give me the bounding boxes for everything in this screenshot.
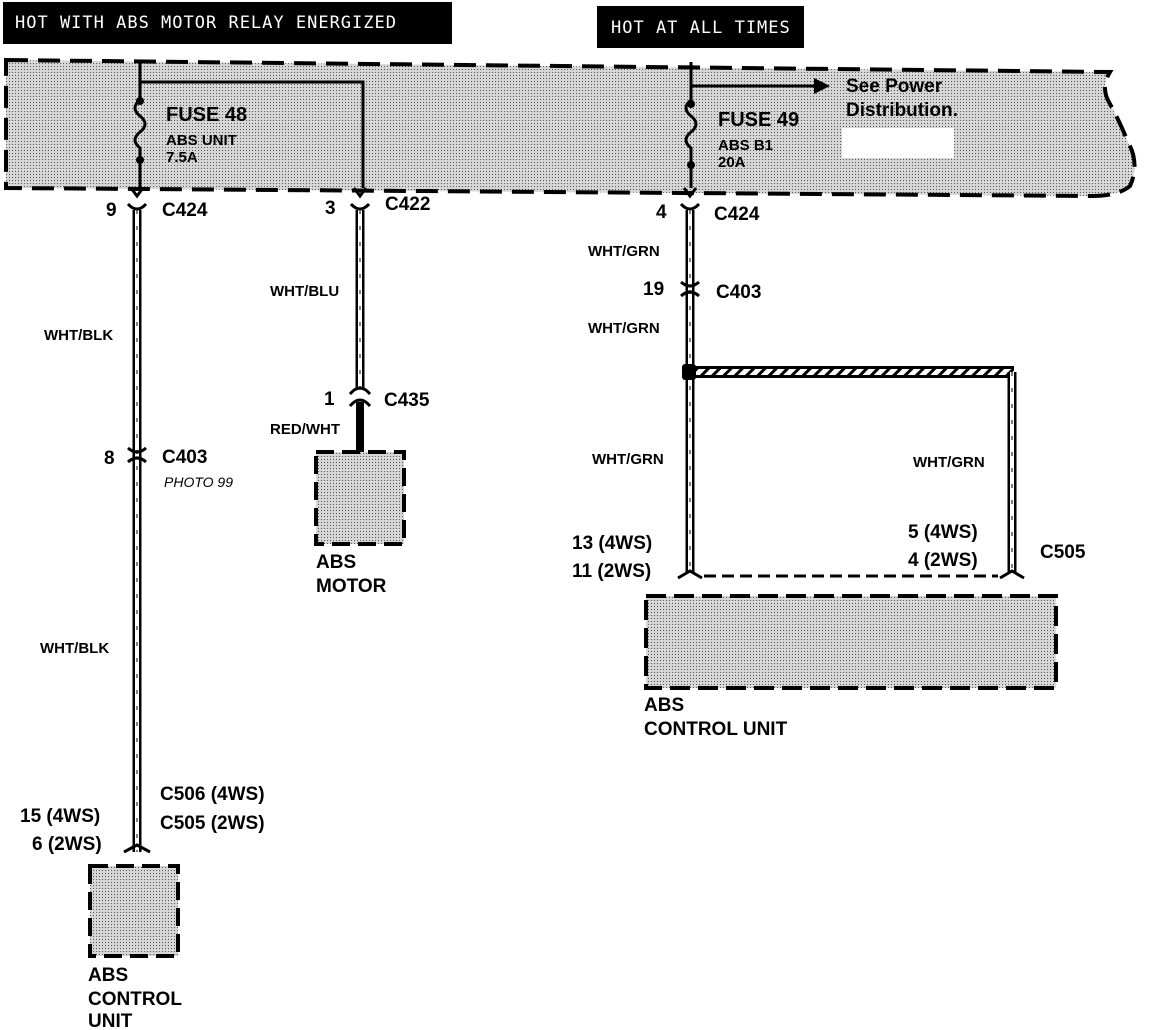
c1-pin-b1: 15 (4WS) (20, 806, 100, 827)
c1-comp-line2: CONTROL (88, 989, 182, 1010)
c3-comp-line2: CONTROL UNIT (644, 719, 788, 740)
c1-comp-line3: UNIT (88, 1011, 133, 1030)
fuse49-name: FUSE 49 (718, 109, 799, 131)
c3-wire-right-label: WHT/GRN (913, 454, 985, 471)
connector-c435-pin1 (348, 386, 372, 408)
fuse48-bus (133, 60, 365, 188)
c3-conn-top: C424 (714, 204, 760, 225)
c3-comp-line1: ABS (644, 695, 684, 716)
c2-conn-mid: C435 (384, 390, 430, 411)
connector-c424-pin9 (126, 187, 148, 211)
c2-pin-top: 3 (325, 198, 336, 219)
c3-wire2-label: WHT/GRN (588, 320, 660, 337)
connector-c424-pin4 (679, 187, 701, 211)
splice-node (682, 364, 696, 380)
fuse49-rating: 20A (718, 154, 746, 171)
c3-wire-left-label: WHT/GRN (592, 451, 664, 468)
circuit3-branch-wire (694, 366, 1017, 572)
fuse49-bus (684, 62, 818, 188)
c1-comp-line1: ABS (88, 965, 128, 986)
fuse-panel (3, 57, 1137, 199)
c2-wire2-label: RED/WHT (270, 421, 340, 438)
power-dist-line1: See Power (846, 76, 943, 97)
fuse49-node2 (687, 161, 695, 169)
fuse48-name: FUSE 48 (166, 104, 247, 126)
c3-pin-mid: 19 (643, 279, 664, 300)
fuse48-node2 (136, 156, 144, 164)
abs-motor-box (314, 450, 406, 546)
header-always-text: HOT AT ALL TIMES (611, 18, 791, 38)
c1-conn-top: C424 (162, 200, 208, 221)
c2-wire1-label: WHT/BLU (270, 283, 339, 300)
header-relay-energized: HOT WITH ABS MOTOR RELAY ENERGIZED (3, 2, 452, 44)
c2-pin-mid: 1 (324, 389, 335, 410)
c1-wire2-label: WHT/BLK (40, 640, 109, 657)
header-relay-text: HOT WITH ABS MOTOR RELAY ENERGIZED (15, 13, 397, 33)
power-dist-label-box (842, 128, 954, 158)
fuse49-node (687, 100, 695, 108)
abs-control-unit-box-1 (88, 864, 180, 958)
connector-c403-pin8 (127, 446, 147, 464)
c1-pin-mid: 8 (104, 448, 115, 469)
c2-comp-line2: MOTOR (316, 576, 387, 597)
abs-control-unit-box-2 (644, 594, 1058, 690)
connector-c422-pin3 (349, 187, 371, 211)
c3-pin-r2: 4 (2WS) (908, 550, 978, 571)
connector-c505-left (677, 569, 703, 580)
c1-pin-b2: 6 (2WS) (32, 834, 102, 855)
header-hot-always: HOT AT ALL TIMES (597, 6, 804, 48)
c1-pin-top: 9 (106, 200, 117, 221)
c3-pin-l1: 13 (4WS) (572, 533, 652, 554)
c3-pin-top: 4 (656, 202, 667, 223)
fuse48-desc: ABS UNIT (166, 132, 237, 149)
fuse49-desc: ABS B1 (718, 137, 773, 154)
c2-comp-line1: ABS (316, 552, 356, 573)
c1-conn-mid: C403 (162, 447, 207, 468)
fuse48-rating: 7.5A (166, 149, 198, 166)
c3-conn-bottom: C505 (1040, 542, 1086, 563)
c3-conn-mid: C403 (716, 282, 761, 303)
c1-conn-b1: C506 (4WS) (160, 784, 265, 805)
c3-pin-r1: 5 (4WS) (908, 522, 978, 543)
c1-conn-b2: C505 (2WS) (160, 813, 265, 834)
fuse48-node (136, 97, 144, 105)
c3-pin-l2: 11 (2WS) (572, 561, 651, 582)
power-dist-arrow (814, 78, 830, 94)
power-dist-line2: Distribution. (846, 100, 958, 121)
c1-photo-ref: PHOTO 99 (164, 474, 233, 490)
c1-wire1-label: WHT/BLK (44, 327, 113, 344)
c2-conn-top: C422 (385, 194, 430, 215)
connector-c505-pin6 (123, 843, 151, 854)
connector-c505-right (999, 569, 1025, 580)
connector-c403-pin19 (680, 280, 700, 298)
c3-wire1-label: WHT/GRN (588, 243, 660, 260)
